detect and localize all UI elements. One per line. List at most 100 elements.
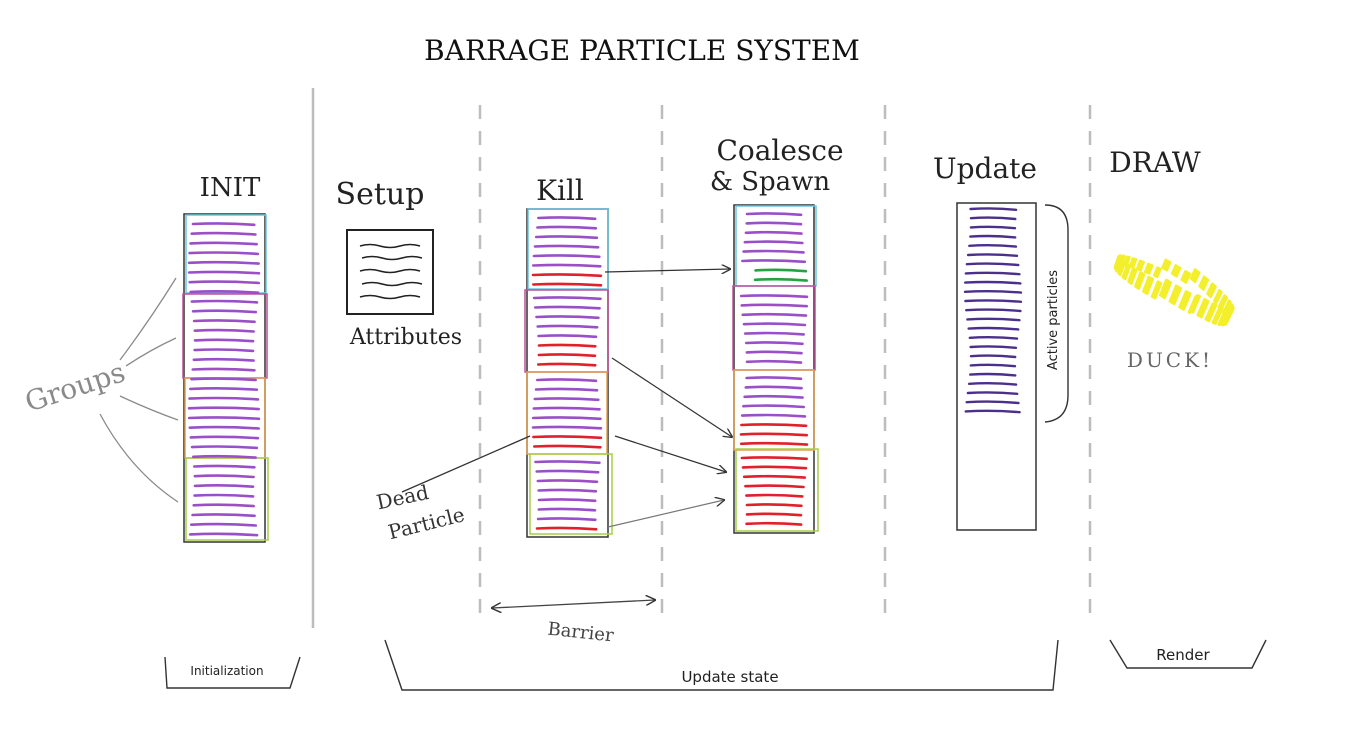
alive-particle-stroke [743, 331, 806, 336]
active-particle-stroke [965, 400, 1020, 405]
dead-particle-pointer [401, 435, 531, 493]
dead-particle-stroke [536, 362, 597, 367]
duck-scribble-stroke [1183, 272, 1191, 284]
alive-particle-stroke [537, 498, 597, 503]
dead-particle-stroke [537, 353, 597, 358]
barrier-label: Barrier [547, 619, 615, 647]
alive-particle-stroke [742, 322, 807, 327]
alive-particle-stroke [739, 294, 809, 299]
dead-particle-stroke [740, 423, 808, 428]
active-particle-stroke [969, 225, 1017, 230]
duck-scribble-stroke [1191, 295, 1202, 314]
alive-particle-stroke [537, 507, 597, 512]
alive-particle-stroke [745, 350, 803, 355]
alive-particle-stroke [188, 425, 261, 430]
duck-scribble-stroke [1158, 278, 1168, 297]
duck-scribble-stroke [1199, 276, 1207, 289]
active-particle-stroke [968, 372, 1017, 377]
duck-scribble-stroke [1178, 289, 1188, 309]
transfer-arrow [604, 269, 730, 272]
alive-particle-stroke [190, 445, 259, 450]
alive-particle-stroke [192, 319, 256, 324]
attributes-line [359, 243, 421, 249]
group-box-orange [526, 371, 608, 455]
duck-scribble-stroke [1202, 278, 1210, 291]
duck-scribble-stroke [1145, 277, 1155, 295]
active-particle-stroke [965, 308, 1022, 313]
active-particle-stroke [967, 382, 1018, 386]
group-box-lime [735, 448, 819, 532]
group-box-magenta [524, 289, 609, 373]
attributes-line [359, 268, 421, 274]
active-particles-brace [1044, 204, 1069, 423]
active-particle-stroke [963, 290, 1023, 294]
alive-particle-stroke [532, 296, 602, 301]
alive-particle-stroke [536, 225, 598, 230]
duck-scribble-stroke [1200, 277, 1208, 290]
duck-scribble-stroke [1165, 261, 1172, 272]
alive-particle-stroke [535, 469, 600, 474]
stage-spawn-heading: & Spawn [710, 167, 831, 197]
attributes-block [346, 229, 434, 315]
duck-scribble-stroke [1143, 262, 1150, 274]
active-particle-stroke [969, 234, 1017, 239]
spawned-particle-stroke [754, 268, 808, 273]
alive-particle-stroke [534, 235, 599, 240]
duck-scribble-stroke [1122, 255, 1129, 267]
alive-particle-stroke [740, 303, 809, 308]
duck-scribble-stroke [1189, 293, 1199, 313]
update-state-bracket [384, 639, 1059, 691]
alive-particle-stroke [189, 290, 260, 294]
duck-scribble-stroke [1162, 259, 1169, 270]
alive-particle-stroke [191, 513, 256, 518]
alive-particle-stroke [745, 212, 803, 217]
duck-scribble-stroke [1214, 306, 1224, 325]
groups-label: Groups [21, 355, 129, 418]
active-particle-stroke [965, 262, 1020, 267]
duck-scribble-stroke [1168, 284, 1178, 303]
alive-particle-stroke [742, 404, 806, 409]
dead-particle-stroke [532, 435, 603, 440]
duck-render [1113, 254, 1235, 327]
active-particle-stroke [963, 280, 1022, 285]
duck-scribble-stroke [1171, 264, 1178, 276]
kill-group-box [526, 208, 609, 538]
duck-scribble-stroke [1191, 269, 1199, 282]
transfer-arrow [614, 435, 726, 472]
alive-particle-stroke [533, 244, 600, 249]
active-particle-stroke [969, 216, 1017, 221]
active-particle-stroke [968, 244, 1018, 248]
transfer-arrow [611, 357, 732, 437]
alive-particle-stroke [532, 406, 601, 411]
dead-particle-stroke [739, 432, 809, 437]
alive-particle-stroke [187, 416, 261, 421]
kill-column [524, 208, 613, 538]
kill-particle-lines [531, 216, 603, 531]
spawned-particle-stroke [753, 277, 809, 282]
duck-scribble-stroke [1190, 268, 1198, 281]
duck-scribble-stroke [1135, 259, 1142, 271]
active-particle-stroke [969, 354, 1017, 359]
dead-particle-stroke [744, 484, 805, 489]
duck-scribble-stroke [1179, 290, 1189, 309]
coalesce-column [732, 204, 819, 534]
alive-particle-stroke [189, 522, 258, 527]
alive-particle-stroke [188, 251, 260, 256]
render-bracket [1109, 639, 1267, 669]
alive-particle-stroke [536, 324, 599, 329]
duck-scribble-stroke [1206, 282, 1214, 295]
active-particle-stroke [969, 207, 1018, 211]
duck-scribble-stroke [1169, 285, 1179, 304]
alive-particle-stroke [534, 460, 601, 465]
group-box-lime [529, 453, 613, 535]
duck-scribble-stroke [1171, 286, 1181, 305]
duck-label: DUCK! [1127, 348, 1213, 372]
dead-particle-stroke [742, 474, 807, 479]
duck-scribble-stroke [1124, 264, 1132, 281]
group-box-orange [733, 369, 815, 451]
alive-particle-stroke [188, 396, 260, 401]
active-particle-stroke [964, 299, 1023, 303]
dead-particle-stroke [532, 282, 603, 287]
duck-scribble-stroke [1162, 280, 1171, 299]
group-box-cyan [735, 205, 817, 287]
